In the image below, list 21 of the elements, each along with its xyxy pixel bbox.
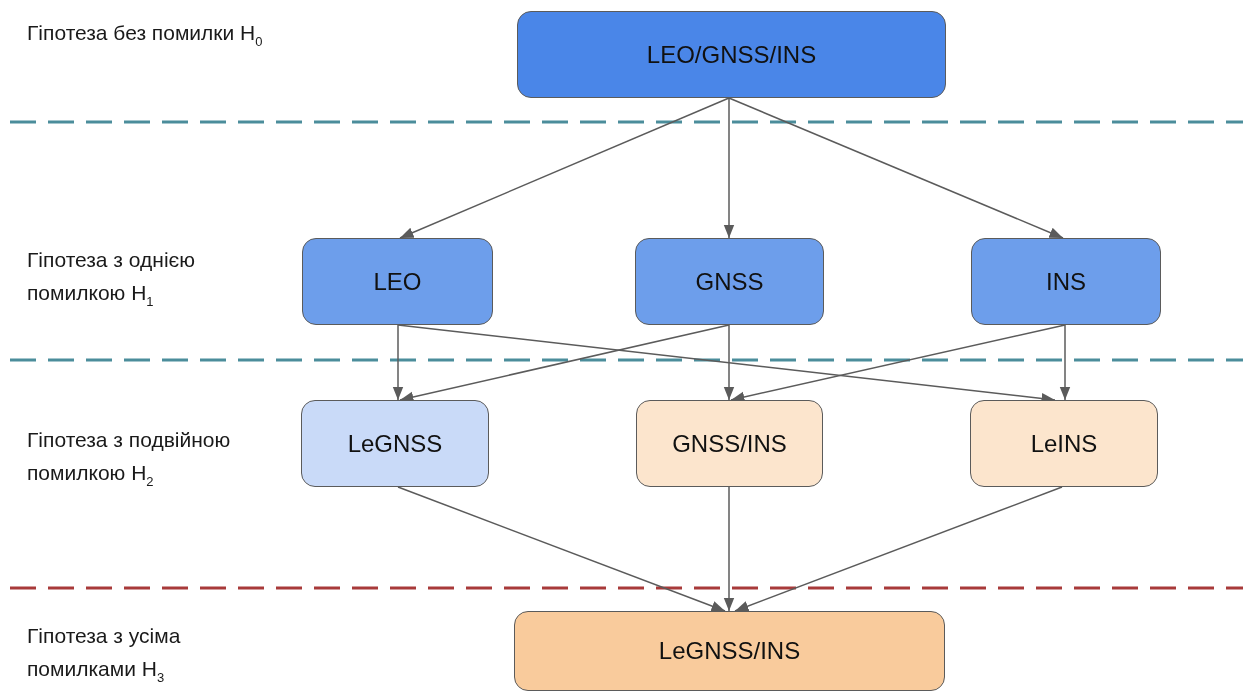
hypothesis-box: LeGNSS [301, 400, 489, 487]
hypothesis-level-label: Гіпотеза з однією помилкою H$_{1}$ [27, 247, 197, 310]
arrow [397, 486, 726, 612]
hypothesis-box: LEO/GNSS/INS [517, 11, 946, 98]
hypothesis-box: LeGNSS/INS [514, 611, 945, 691]
hypothesis-box: INS [971, 238, 1161, 325]
hypothesis-box: LEO [302, 238, 493, 325]
hypothesis-box: GNSS/INS [636, 400, 823, 487]
hypothesis-level-label: Гіпотеза без помилки H$_{0}$ [27, 20, 264, 50]
arrow [1059, 324, 1071, 401]
arrow [723, 486, 735, 612]
arrow [392, 324, 404, 401]
hypothesis-box: GNSS [635, 238, 824, 325]
arrow [728, 97, 1064, 239]
arrow [399, 97, 730, 239]
hypothesis-level-label: Гіпотеза з подвійною помилкою H$_{2}$ [27, 427, 232, 490]
arrow [734, 486, 1063, 612]
hypothesis-box: LeINS [970, 400, 1158, 487]
hypothesis-level-label: Гіпотеза з усіма помилками H$_{3}$ [27, 623, 182, 686]
arrow [723, 324, 735, 401]
arrow [723, 97, 735, 239]
